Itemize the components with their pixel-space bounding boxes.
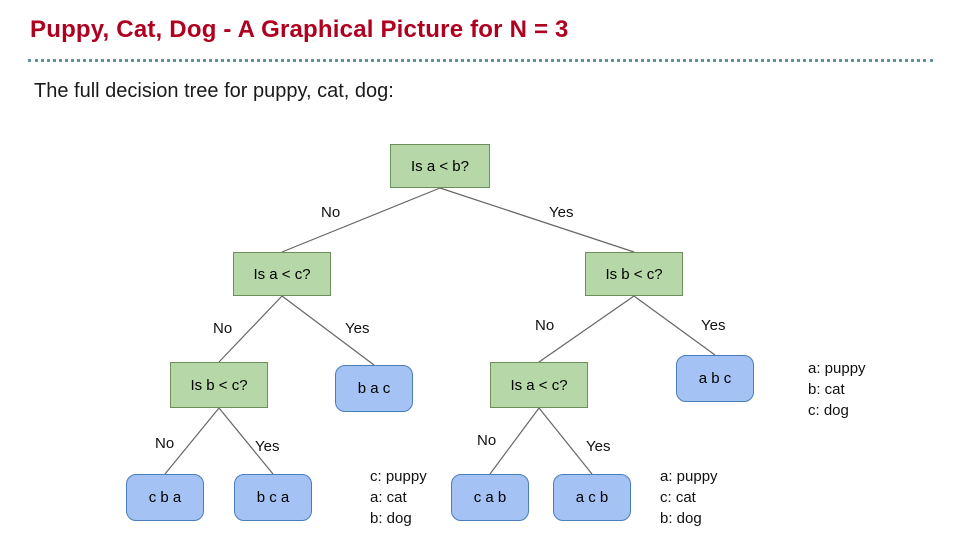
- legend-line: c: dog: [808, 402, 849, 419]
- edge-label-right-left-no: No: [477, 432, 497, 449]
- leaf-node-cab: c a b: [451, 474, 529, 521]
- legend-line: b: dog: [370, 510, 412, 527]
- edge-label-left-left-no: No: [155, 435, 175, 452]
- leaf-node-acb: a c b: [553, 474, 631, 521]
- legend-line: b: dog: [660, 510, 702, 527]
- edge-label-root-yes: Yes: [549, 204, 574, 221]
- decision-node-root: Is a < b?: [390, 144, 490, 188]
- page-title: Puppy, Cat, Dog - A Graphical Picture fo…: [30, 16, 569, 43]
- decision-node-right: Is b < c?: [585, 252, 683, 296]
- decision-node-left-left: Is b < c?: [170, 362, 268, 408]
- edge-label-right-yes: Yes: [701, 317, 726, 334]
- legend-line: a: cat: [370, 489, 407, 506]
- legend-line: b: cat: [808, 381, 845, 398]
- legend-line: a: puppy: [660, 468, 718, 485]
- legend-abc-mapping: a: puppy b: cat c: dog: [808, 358, 866, 421]
- leaf-node-abc: a b c: [676, 355, 754, 402]
- edge-label-right-left-yes: Yes: [586, 438, 611, 455]
- legend-line: c: puppy: [370, 468, 427, 485]
- edge-label-left-no: No: [213, 320, 233, 337]
- decision-node-right-left: Is a < c?: [490, 362, 588, 408]
- legend-cab-mapping: c: puppy a: cat b: dog: [370, 466, 427, 529]
- edge-label-right-no: No: [535, 317, 555, 334]
- edge-label-root-no: No: [321, 204, 341, 221]
- leaf-node-cba: c b a: [126, 474, 204, 521]
- decision-node-left: Is a < c?: [233, 252, 331, 296]
- edge-label-left-yes: Yes: [345, 320, 370, 337]
- dotted-divider: [28, 59, 933, 62]
- edge-label-left-left-yes: Yes: [255, 438, 280, 455]
- legend-line: c: cat: [660, 489, 696, 506]
- legend-line: a: puppy: [808, 360, 866, 377]
- leaf-node-bac: b a c: [335, 365, 413, 412]
- legend-acb-mapping: a: puppy c: cat b: dog: [660, 466, 718, 529]
- leaf-node-bca: b c a: [234, 474, 312, 521]
- slide-subtitle: The full decision tree for puppy, cat, d…: [34, 80, 394, 102]
